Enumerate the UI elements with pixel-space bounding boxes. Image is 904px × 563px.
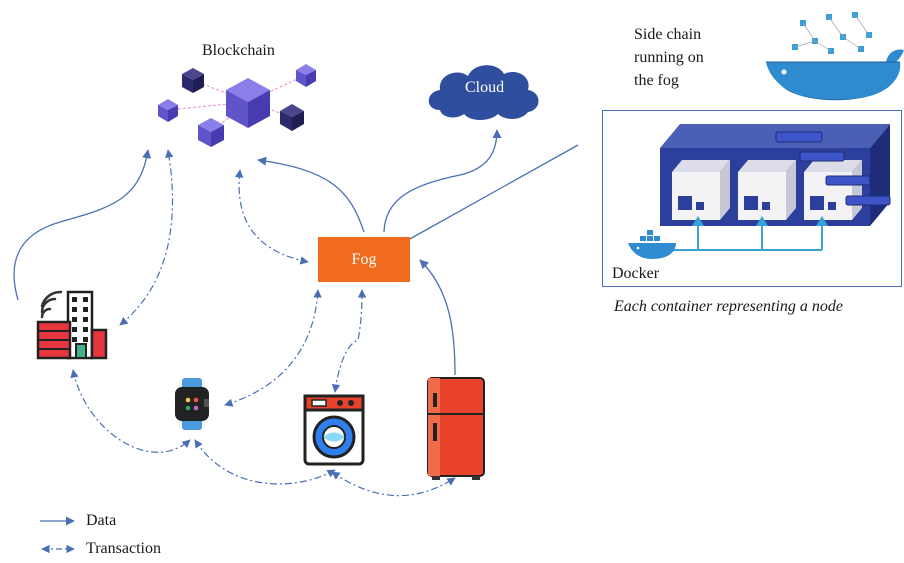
data-arrow-building-to-blockchain (13, 149, 152, 301)
data-arrow-fog-to-cloud (383, 129, 502, 233)
tx-arrow-watch-washer (194, 439, 336, 485)
docker-caption: Each container representing a node (614, 298, 843, 315)
cloud-label: Cloud (465, 79, 505, 96)
link-fog-to-docker (407, 144, 579, 241)
fog-label: Fog (351, 250, 377, 268)
fog-node: Fog (318, 237, 410, 282)
tx-arrow-building-watch (70, 369, 191, 453)
smartwatch-icon (175, 378, 209, 430)
docker-label: Docker (612, 265, 660, 282)
legend-data-label: Data (86, 512, 117, 529)
legend-transaction-label: Transaction (86, 540, 161, 557)
tx-arrow-washer-fog (331, 289, 367, 393)
docker-whale-icon (766, 12, 904, 101)
docker-frame (602, 110, 902, 287)
data-arrow-fog-to-blockchain (257, 156, 365, 233)
legend (40, 516, 75, 554)
blockchain-cubes-icon (158, 64, 316, 147)
side-chain-label: Side chain running on the fog (634, 23, 704, 92)
side-chain-line-1: Side chain (634, 26, 702, 43)
wifi-icon (40, 290, 63, 319)
tx-arrow-washer-fridge (331, 471, 456, 497)
docker-small-whale-icon (628, 230, 676, 259)
refrigerator-icon (427, 377, 485, 480)
data-arrow-fridge-to-fog (419, 259, 456, 376)
blockchain-label: Blockchain (202, 42, 275, 59)
side-chain-line-3: the fog (634, 72, 679, 89)
cloud-icon (428, 65, 539, 120)
washing-machine-icon (303, 394, 365, 466)
container-server-icon (628, 124, 891, 259)
tx-arrow-watch-fog (224, 289, 322, 407)
tx-arrow-building-blockchain (119, 149, 174, 326)
side-chain-line-2: running on (634, 49, 704, 66)
smart-building-icon (36, 290, 108, 360)
tx-arrow-fog-blockchain (234, 169, 309, 265)
